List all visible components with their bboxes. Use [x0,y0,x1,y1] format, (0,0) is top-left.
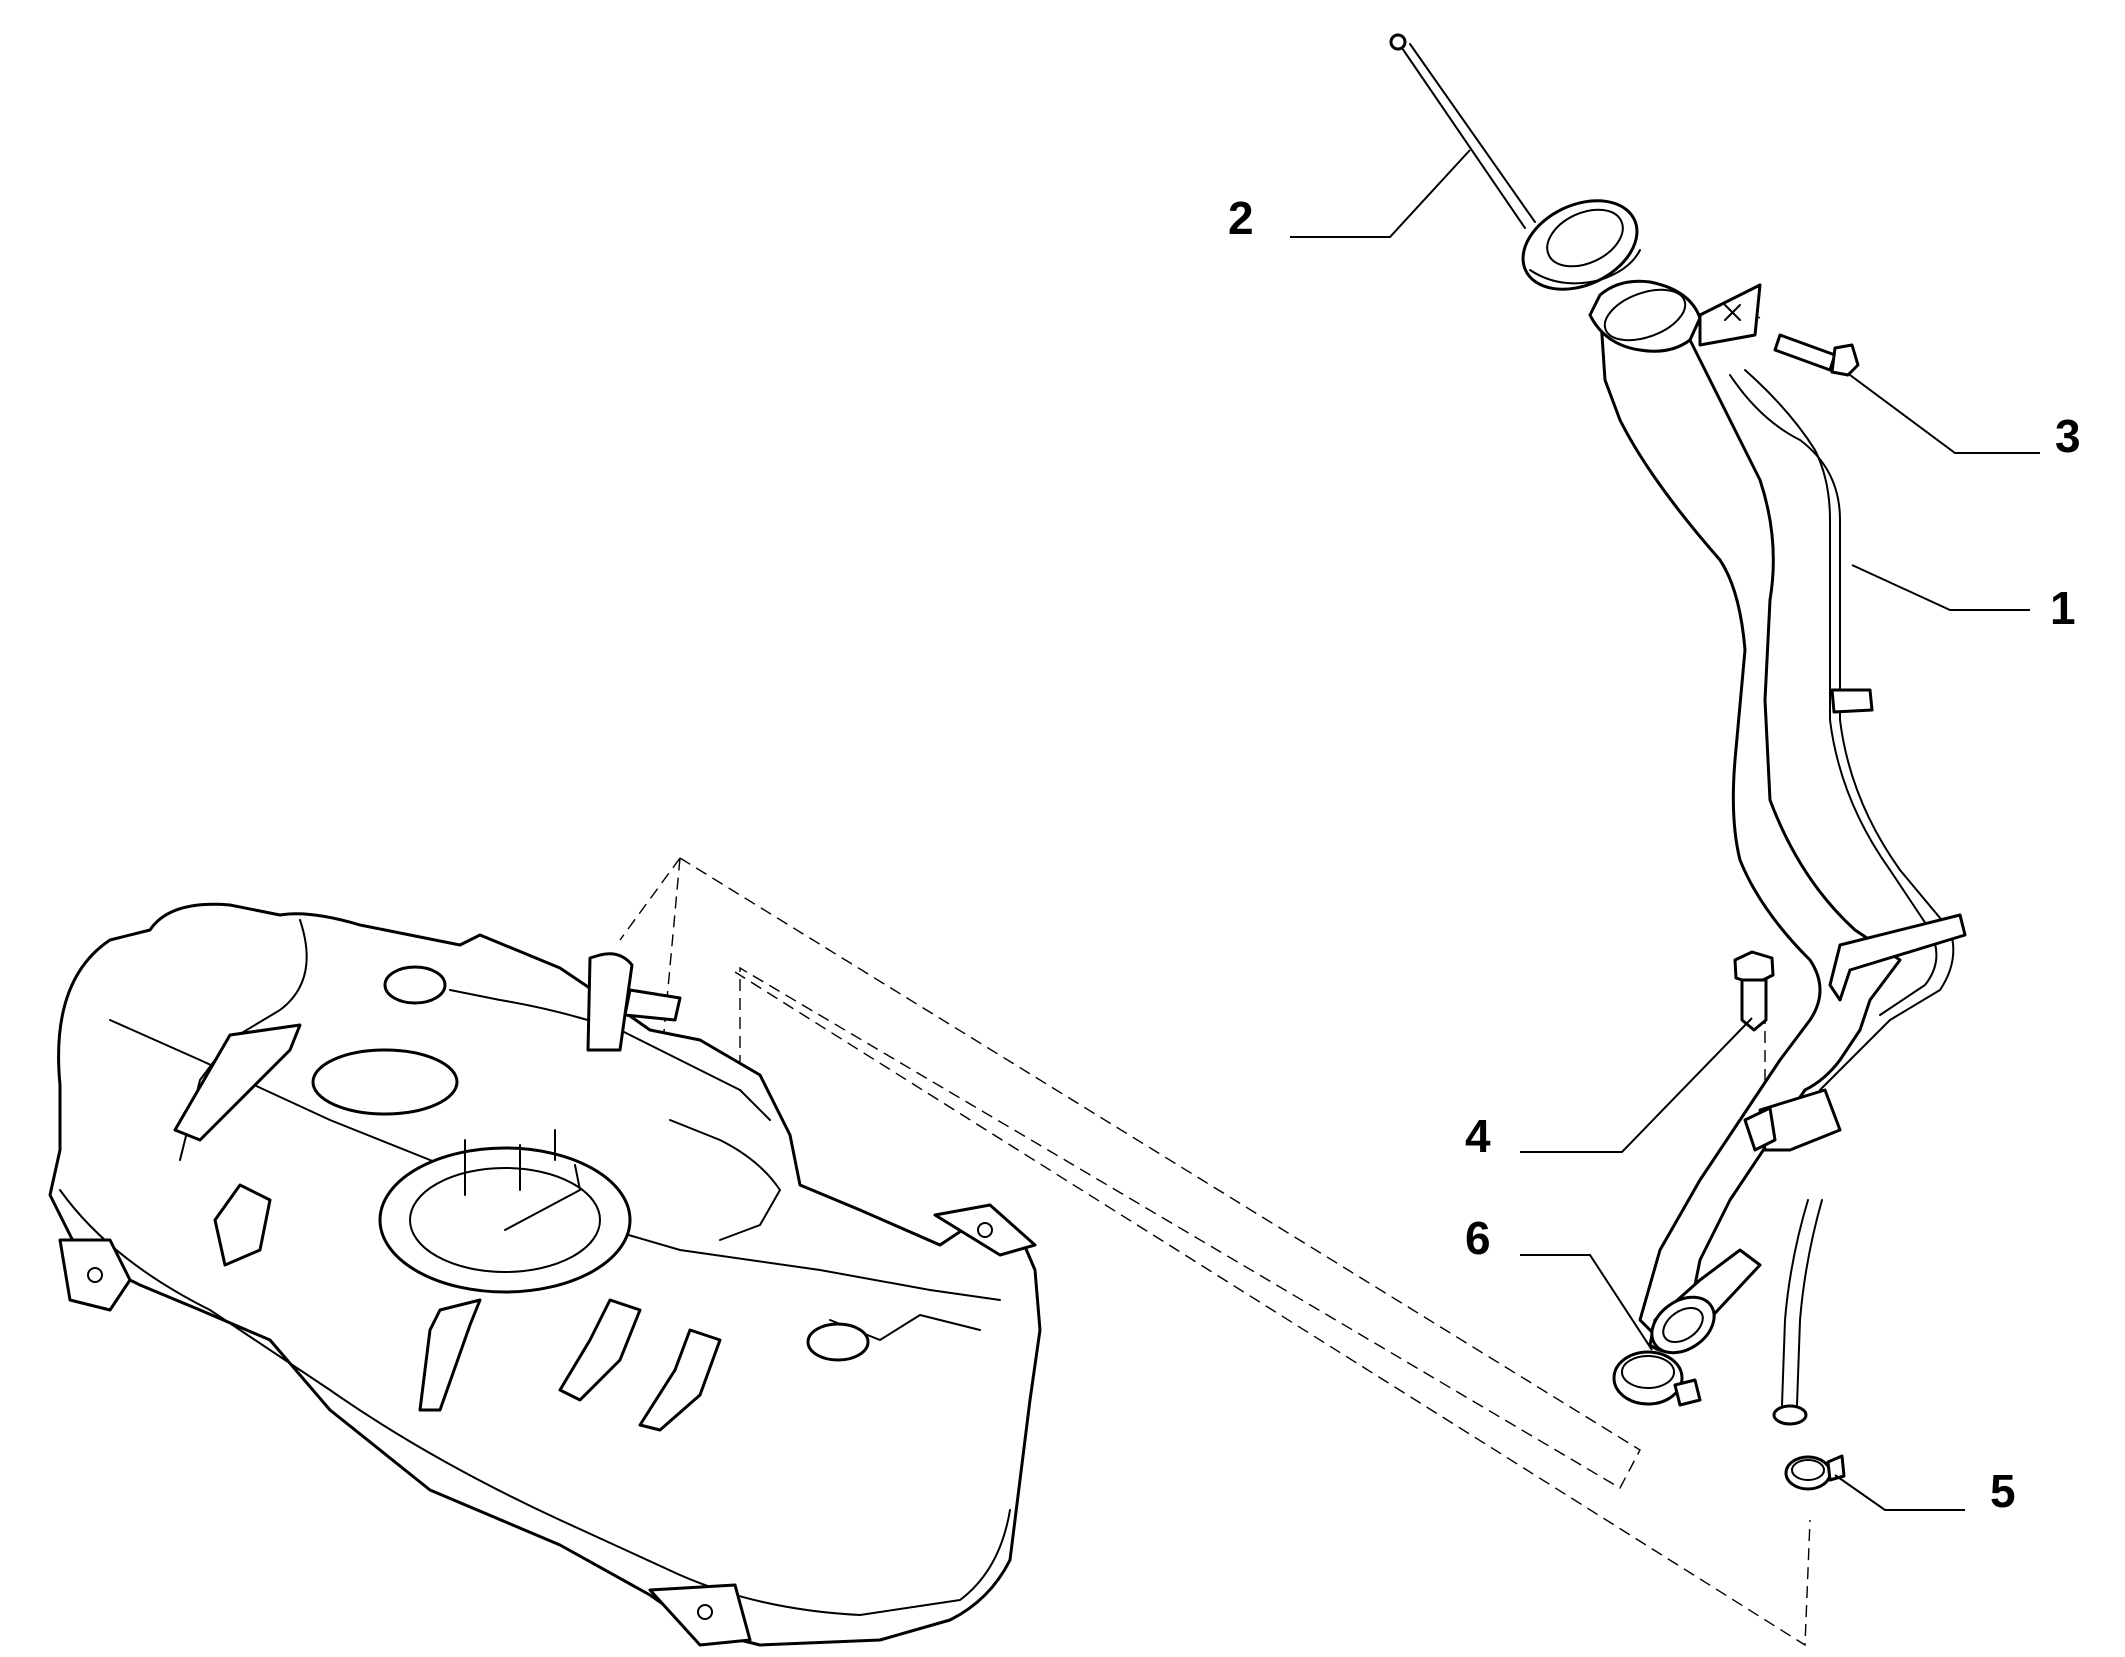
bolt-3-head [1830,343,1860,377]
clamp-6-band [1612,1350,1684,1406]
guide-line-vent-port [619,857,681,941]
bolt-4-head [1733,950,1775,986]
vent-hose [1781,1199,1823,1406]
hose-clamp-5 [1784,1454,1846,1491]
filler-neck-mouth [1603,288,1687,342]
tank-pocket-left [213,1183,272,1267]
cap-tether-strap [1401,43,1536,229]
tank-slot-3 [558,1298,642,1402]
tank-contour-3 [669,1119,781,1241]
tank-mount-hole-right [977,1222,993,1238]
leader-3 [1849,374,2040,454]
callout-2: 2 [1228,192,1254,244]
guide-line-hose-to-tank [734,971,1811,1647]
filler-vent-line [1729,374,1955,1091]
tank-slot-4 [638,1328,722,1432]
fuel-pump-ring [409,1167,601,1273]
hose-clamp-6 [1612,1350,1702,1407]
callout-6: 6 [1465,1212,1491,1264]
callout-4: 4 [1465,1110,1491,1162]
callout-3: 3 [2055,410,2081,462]
cap-tether-ring [1389,33,1407,51]
tank-recess-center [311,1048,459,1116]
tank-contour-1 [179,919,308,1161]
tank-vent-bracket [623,988,682,1022]
tank-vent-pipe [586,952,634,1052]
filler-lower-bracket [1828,913,1967,1002]
tank-recess-right [806,1322,870,1362]
tank-mount-tab-left [58,1238,132,1312]
bolt-4 [1733,950,1775,1032]
filler-neck-clip [1830,688,1874,714]
fuel-filler-neck [1588,279,1967,1426]
tank-mount-hole-bottom [697,1604,713,1620]
fuel-cap-grip [1546,208,1624,268]
leader-6 [1520,1254,1653,1351]
filler-neck-tube [1598,293,1902,1342]
tank-slot-2 [418,1298,482,1412]
tank-mount-tab-bottom [648,1583,752,1647]
leader-2 [1290,149,1471,238]
tank-mount-tab-right [933,1203,1037,1257]
tank-bottom-seam [59,1189,1011,1616]
clamp-6-inner [1621,1355,1675,1389]
tank-recess-top [383,965,447,1005]
callout-1: 1 [2050,582,2076,634]
filler-collar-tab [1743,1106,1777,1152]
filler-bracket-hole [1724,304,1741,321]
leader-4 [1520,1017,1753,1153]
filler-outlet-bore [1662,1306,1704,1344]
bolt-4-shank [1740,978,1768,1032]
fuel-tank [48,902,1042,1647]
clamp-5-tab [1826,1454,1846,1482]
bolt-3-shank [1773,333,1837,372]
vent-hose-end [1772,1404,1808,1426]
leader-5 [1834,1474,1965,1511]
callout-5: 5 [1990,1465,2016,1517]
fuel-cap-assembly [1389,33,1641,291]
clamp-6-tab [1673,1378,1702,1407]
fuel-pump-flange [378,1146,632,1294]
callout-labels: 1 2 3 4 5 6 [1228,192,2081,1517]
fuel-pump-module [464,1129,581,1231]
tank-slot-1 [173,1023,302,1142]
bolt-3 [1773,333,1860,377]
clamp-5-inner [1791,1459,1825,1481]
leader-lines [1290,149,2040,1511]
tank-mount-hole-left [87,1267,103,1283]
fuel-cap-seal [1529,249,1641,285]
leader-1 [1851,564,2030,611]
